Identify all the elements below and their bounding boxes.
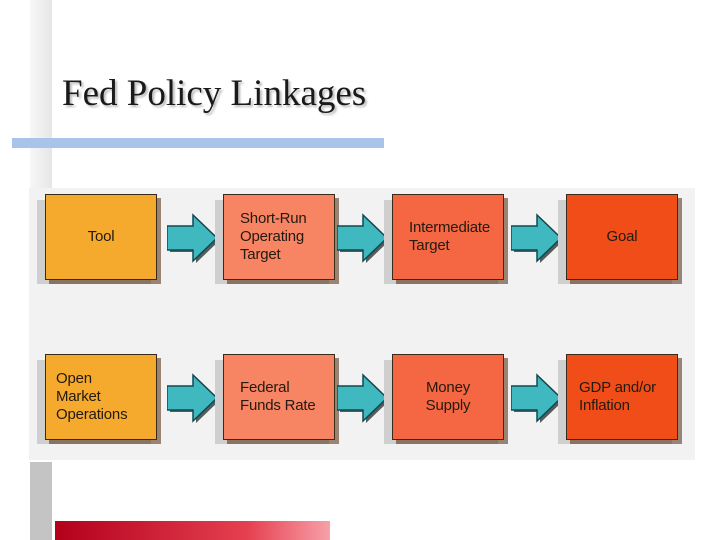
box-open-market-operations: Open Market Operations <box>37 354 157 444</box>
box-tool: Tool <box>37 194 157 284</box>
right-arrow-icon <box>337 373 389 423</box>
box-intermediate-target: Intermediate Target <box>384 194 504 284</box>
box-label: Open Market Operations <box>56 370 128 423</box>
box-goal: Goal <box>558 194 678 284</box>
bottom-accent-bar <box>55 521 330 540</box>
right-arrow-icon <box>167 213 219 263</box>
box-short-run-operating-target: Short-Run Operating Target <box>215 194 335 284</box>
box-label: GDP and/or Inflation <box>579 379 656 414</box>
box-label: Short-Run Operating Target <box>240 210 307 263</box>
linkage-diagram: Tool Short-Run Operating Target Intermed… <box>29 188 695 460</box>
right-arrow-icon <box>167 373 219 423</box>
box-label: Goal <box>606 228 638 245</box>
box-gdp-inflation: GDP and/or Inflation <box>558 354 678 444</box>
box-federal-funds-rate: Federal Funds Rate <box>215 354 335 444</box>
box-money-supply: Money Supply <box>384 354 504 444</box>
diagram-row-examples: Open Market Operations Federal Funds Rat… <box>29 348 695 458</box>
box-label: Money Supply <box>425 379 471 414</box>
right-arrow-icon <box>511 373 563 423</box>
title-underline <box>12 138 384 148</box>
box-label: Intermediate Target <box>409 219 490 254</box>
box-label: Tool <box>87 228 115 245</box>
left-decor-bar-bottom <box>30 462 52 540</box>
right-arrow-icon <box>511 213 563 263</box>
left-decor-bar <box>30 0 52 188</box>
right-arrow-icon <box>337 213 389 263</box>
box-label: Federal Funds Rate <box>240 379 316 414</box>
slide-title: Fed Policy Linkages <box>62 73 367 114</box>
diagram-row-concepts: Tool Short-Run Operating Target Intermed… <box>29 188 695 298</box>
